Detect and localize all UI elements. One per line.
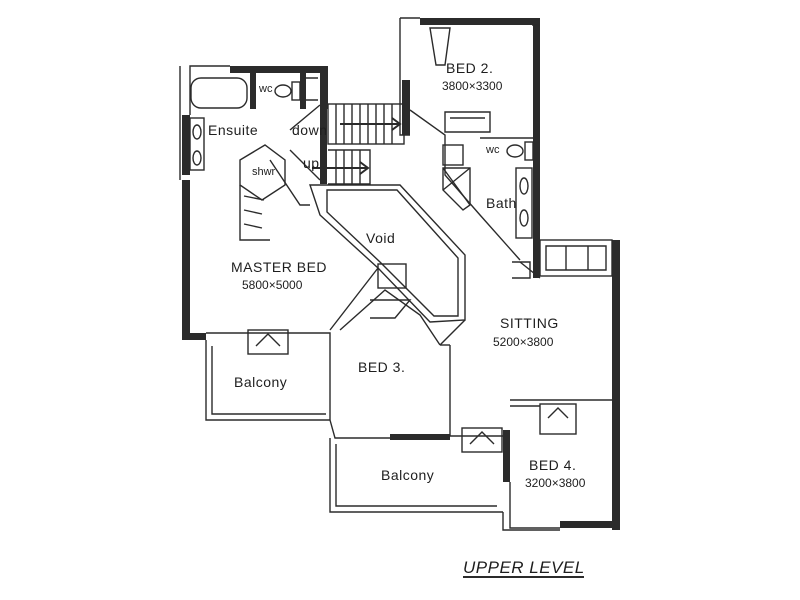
- master-bed-size: 5800×5000: [242, 278, 303, 292]
- sitting-name: SITTING: [500, 315, 559, 331]
- bed4-name: BED 4.: [529, 457, 576, 473]
- balcony-label-1: Balcony: [234, 374, 287, 390]
- shower-label: shwr: [252, 166, 276, 178]
- master-bed-name: MASTER BED: [231, 259, 327, 275]
- ensuite-label: Ensuite: [208, 122, 258, 138]
- wc-label-ensuite: wc: [258, 83, 273, 95]
- exterior-walls: [182, 18, 620, 530]
- bed3-name: BED 3.: [358, 359, 405, 375]
- upper-level-title: UPPER LEVEL: [463, 558, 585, 577]
- bed4-size: 3200×3800: [525, 476, 586, 490]
- stairs-up-label: up: [303, 155, 320, 171]
- plan-title: UPPER LEVEL: [463, 558, 585, 578]
- interior-walls: [179, 17, 613, 531]
- bed2-size: 3800×3300: [442, 79, 503, 93]
- bed2-name: BED 2.: [446, 60, 493, 76]
- room-labels: BED 2. 3800×3300 MASTER BED 5800×5000 Vo…: [208, 60, 586, 490]
- stairs-down-label: down: [292, 122, 327, 138]
- balcony-label-2: Balcony: [381, 467, 434, 483]
- bath-label: Bath: [486, 195, 517, 211]
- void-label: Void: [366, 230, 395, 246]
- sitting-size: 5200×3800: [493, 335, 554, 349]
- wc-label-bath: wc: [485, 144, 500, 156]
